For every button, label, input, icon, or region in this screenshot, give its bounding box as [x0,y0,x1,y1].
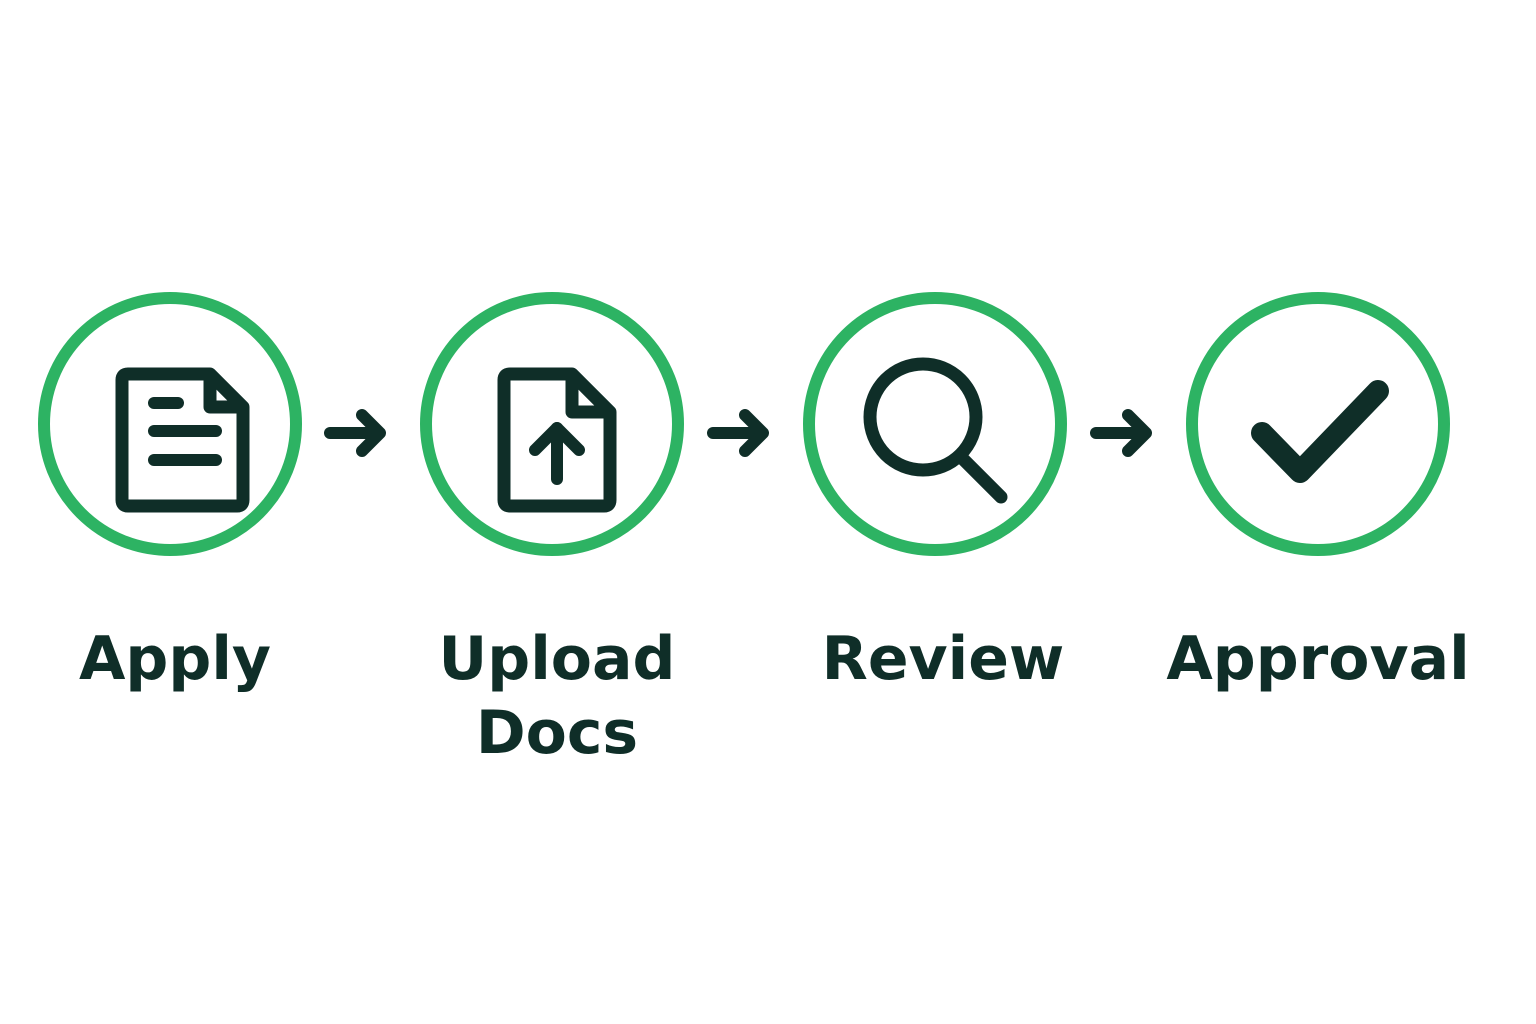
arrow-right-icon [1090,409,1152,457]
document-icon [115,367,250,513]
step-approval-label: Approval [1166,624,1470,694]
magnifying-glass-icon [863,357,1008,504]
step-apply-label: Apply [78,624,271,694]
step-review-circle [803,292,1067,556]
step-apply-circle [38,292,302,556]
arrow-right-icon [324,409,386,457]
checkmark-icon [1251,380,1389,483]
step-approval-circle [1186,292,1450,556]
step-review-label: Review [821,624,1065,694]
step-upload-docs-circle [420,292,684,556]
upload-document-icon [497,367,617,513]
step-upload-docs-label: Upload Docs [438,624,676,768]
arrow-right-icon [707,409,769,457]
